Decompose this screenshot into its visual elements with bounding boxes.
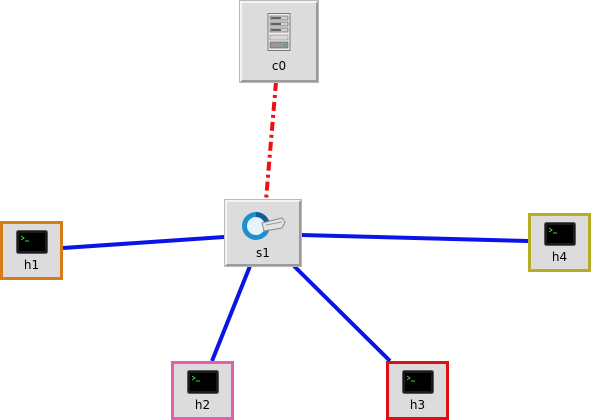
server-icon <box>267 13 291 51</box>
controller-node-c0[interactable]: c0 <box>240 1 318 82</box>
host-node-h3[interactable]: h3 <box>386 361 449 420</box>
controller-label: c0 <box>271 59 287 73</box>
host-label-h3: h3 <box>409 398 426 412</box>
link-c0-s1[interactable] <box>264 81 278 201</box>
link-s1-h1[interactable] <box>62 235 225 250</box>
host-label-h2: h2 <box>194 398 211 412</box>
host-node-h4[interactable]: h4 <box>528 213 591 272</box>
terminal-icon <box>186 370 219 394</box>
switch-icon <box>242 212 286 240</box>
host-label-h1: h1 <box>23 258 40 272</box>
switch-label: s1 <box>256 246 270 260</box>
host-label-h4: h4 <box>551 250 568 264</box>
host-node-h2[interactable]: h2 <box>171 361 234 420</box>
host-node-h1[interactable]: h1 <box>0 221 63 280</box>
terminal-icon <box>543 222 576 246</box>
link-s1-h2[interactable] <box>210 265 252 362</box>
terminal-icon <box>401 370 434 394</box>
link-s1-h4[interactable] <box>300 233 529 243</box>
switch-node-s1[interactable]: s1 <box>225 200 301 266</box>
link-s1-h3[interactable] <box>292 264 392 363</box>
terminal-icon <box>15 230 48 254</box>
